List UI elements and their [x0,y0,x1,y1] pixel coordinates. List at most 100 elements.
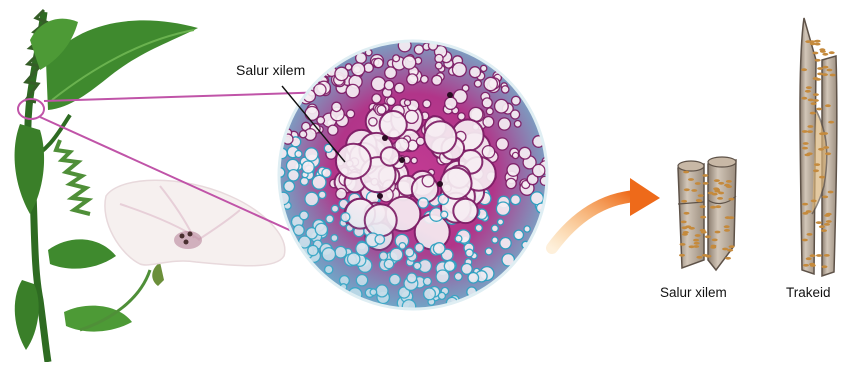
micrograph [275,39,553,313]
pit [817,67,823,70]
pit [696,200,702,203]
pit [813,93,819,96]
pit [729,245,735,248]
pit [802,203,808,206]
pit [812,52,818,55]
vessel-label: Salur xilem [660,285,727,300]
pit [801,97,807,100]
pit [681,200,687,203]
pit [702,174,708,177]
pit [681,221,687,224]
pit [813,77,819,80]
pit [805,90,811,93]
leaf [15,124,45,214]
pit [714,190,720,193]
pit [802,130,808,133]
pit [802,239,808,242]
pit [718,182,724,185]
pit [683,231,689,234]
pit [806,86,812,89]
pit [824,254,830,257]
pit [710,206,716,209]
pit [700,205,706,208]
pit [683,171,689,174]
pit [816,108,822,111]
pit [823,66,829,69]
pit [684,212,690,215]
leaf [48,239,116,268]
pit [802,212,808,215]
pit [712,239,718,242]
pit [810,254,816,257]
pit [694,242,700,245]
pit [823,146,829,149]
pit [814,163,820,166]
pit [703,182,709,185]
pit [806,257,812,260]
pit [822,132,828,135]
pit [813,169,819,172]
curved-arrow-icon [552,178,660,248]
pit [816,221,822,224]
pit [822,53,828,56]
pit [684,188,690,191]
flower [105,180,285,286]
pit [816,254,822,257]
pit [695,182,701,185]
tracheid-label: Trakeid [786,285,831,300]
pit [807,125,813,128]
pit [822,196,828,199]
leaf [56,140,90,214]
pit [829,51,835,54]
pit [819,48,825,51]
pit [714,179,720,182]
pit [821,229,827,232]
pit [807,130,813,133]
pit [828,191,834,194]
pit [803,142,809,145]
pit [724,229,730,232]
pit [708,192,714,195]
xylem-pointer-label: Salur xilem [236,62,305,78]
pit [726,180,732,183]
pit [811,102,817,105]
pit [725,216,731,219]
pit [815,59,821,62]
leaf [15,280,39,350]
pit [725,257,731,260]
pit [803,264,809,267]
pit [807,233,813,236]
pit [724,184,730,187]
pit [701,231,707,234]
pit [680,243,686,246]
vessel-icon [678,157,736,270]
pit [804,154,810,157]
pit [715,231,721,234]
pit [802,147,808,150]
pit [715,205,721,208]
pit [695,234,701,237]
pit [693,245,699,248]
tracheid-icon [800,18,837,276]
pit [724,225,730,228]
pit [717,197,723,200]
pit [688,178,694,181]
pit [810,43,816,46]
pit [679,254,685,257]
pit [808,99,814,102]
pit [685,225,691,228]
pit [705,235,711,238]
pit [691,189,697,192]
pit [826,69,832,72]
pit [830,74,836,77]
pit [813,99,819,102]
pit [826,213,832,216]
pit [810,264,816,267]
pit [826,220,832,223]
pit [728,198,734,201]
pit [702,254,708,257]
pit [811,200,817,203]
pit [700,216,706,219]
pit [822,265,828,268]
